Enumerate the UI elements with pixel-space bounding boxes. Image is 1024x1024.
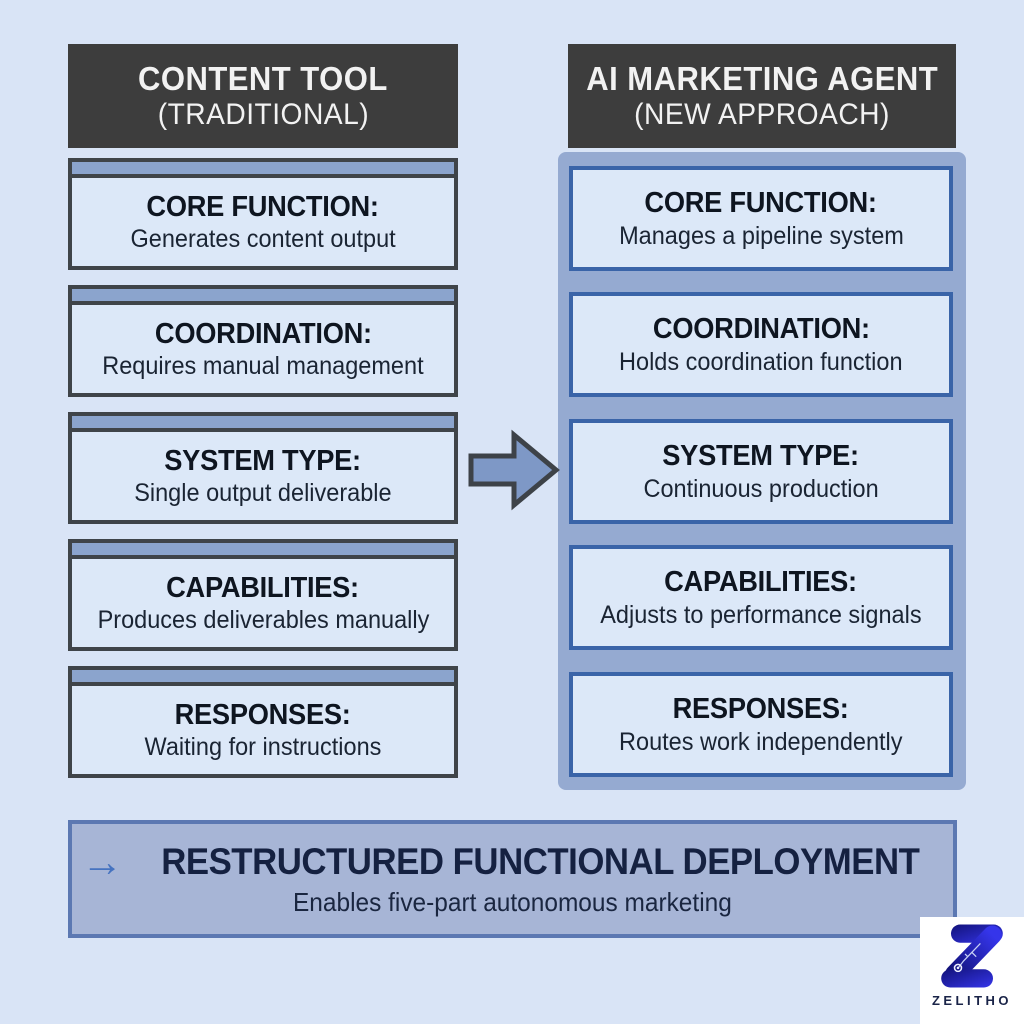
transformation-arrow-icon [468,429,560,511]
box-title: COORDINATION: [652,313,870,346]
box-title: CAPABILITIES: [664,566,858,599]
box-description: Generates content output [130,225,396,254]
left-box-titlebar [72,416,454,432]
box-description: Routes work independently [619,727,903,756]
zelitho-z-icon [941,924,1003,988]
right-header-line1: AI MARKETING AGENT [586,60,938,98]
box-description: Holds coordination function [619,347,903,376]
box-title: COORDINATION: [154,317,372,350]
right-box-core-function: CORE FUNCTION: Manages a pipeline system [569,166,953,271]
right-box-capabilities: CAPABILITIES: Adjusts to performance sig… [569,545,953,650]
left-box-titlebar [72,543,454,559]
right-box-coordination: COORDINATION: Holds coordination functio… [569,292,953,397]
banner-title: RESTRUCTURED FUNCTIONAL DEPLOYMENT [161,840,920,882]
brand-logo: ZELITHO [920,917,1024,1024]
box-title: CORE FUNCTION: [644,187,878,220]
box-title: SYSTEM TYPE: [164,444,362,477]
left-box-titlebar [72,289,454,305]
left-box-system-type: SYSTEM TYPE: Single output deliverable [68,412,458,524]
right-arrow-icon: → [81,837,124,885]
box-title: RESPONSES: [175,698,351,731]
left-box-titlebar [72,670,454,686]
right-column-header: AI MARKETING AGENT (NEW APPROACH) [568,44,956,148]
box-title: CORE FUNCTION: [146,190,380,223]
box-description: Requires manual management [102,352,424,381]
box-description: Adjusts to performance signals [600,600,922,629]
right-box-responses: RESPONSES: Routes work independently [569,672,953,777]
right-header-line2: (NEW APPROACH) [634,97,890,131]
left-box-responses: RESPONSES: Waiting for instructions [68,666,458,778]
box-description: Manages a pipeline system [618,221,904,250]
box-title: CAPABILITIES: [166,571,360,604]
box-title: SYSTEM TYPE: [662,440,860,473]
left-box-capabilities: CAPABILITIES: Produces deliverables manu… [68,539,458,651]
box-description: Produces deliverables manually [97,606,429,635]
left-header-line2: (TRADITIONAL) [157,97,369,131]
left-header-line1: CONTENT TOOL [138,60,388,98]
box-title: RESPONSES: [673,693,849,726]
brand-name: ZELITHO [931,993,1013,1008]
box-description: Single output deliverable [134,479,392,508]
right-box-system-type: SYSTEM TYPE: Continuous production [569,419,953,524]
box-description: Waiting for instructions [144,733,382,762]
left-box-core-function: CORE FUNCTION: Generates content output [68,158,458,270]
left-column-header: CONTENT TOOL (TRADITIONAL) [68,44,458,148]
box-description: Continuous production [643,474,879,503]
left-box-titlebar [72,162,454,178]
left-box-coordination: COORDINATION: Requires manual management [68,285,458,397]
banner-subtitle: Enables five-part autonomous marketing [293,886,732,917]
summary-banner: → RESTRUCTURED FUNCTIONAL DEPLOYMENT Ena… [68,820,957,938]
